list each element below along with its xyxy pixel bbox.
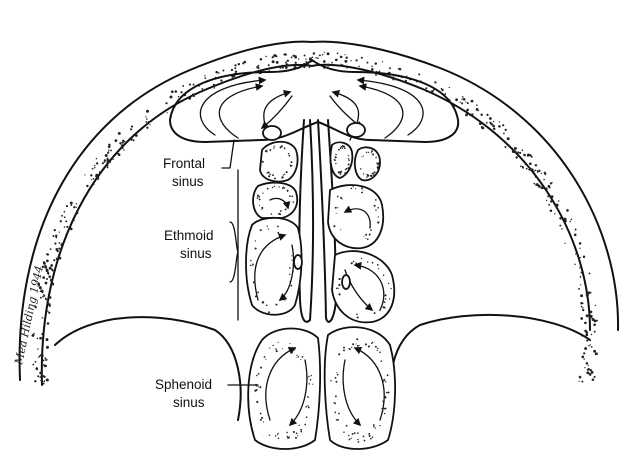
skull-outline — [20, 42, 618, 385]
sphenoid-label-line1: Sphenoid — [155, 377, 212, 392]
sphenoid-label-line2: sinus — [173, 395, 205, 410]
sphenoid-sinus — [248, 327, 395, 449]
frontal-sinus — [170, 60, 458, 142]
orbit-contours — [55, 315, 590, 420]
frontal-label-line1: Frontal — [163, 156, 205, 171]
frontal-label-line2: sinus — [172, 174, 204, 189]
ethmoid-label-line2: sinus — [180, 246, 212, 261]
ethmoid-label-line1: Ethmoid — [164, 228, 214, 243]
artist-signature: Mea Hilding 1944 — [12, 264, 46, 366]
